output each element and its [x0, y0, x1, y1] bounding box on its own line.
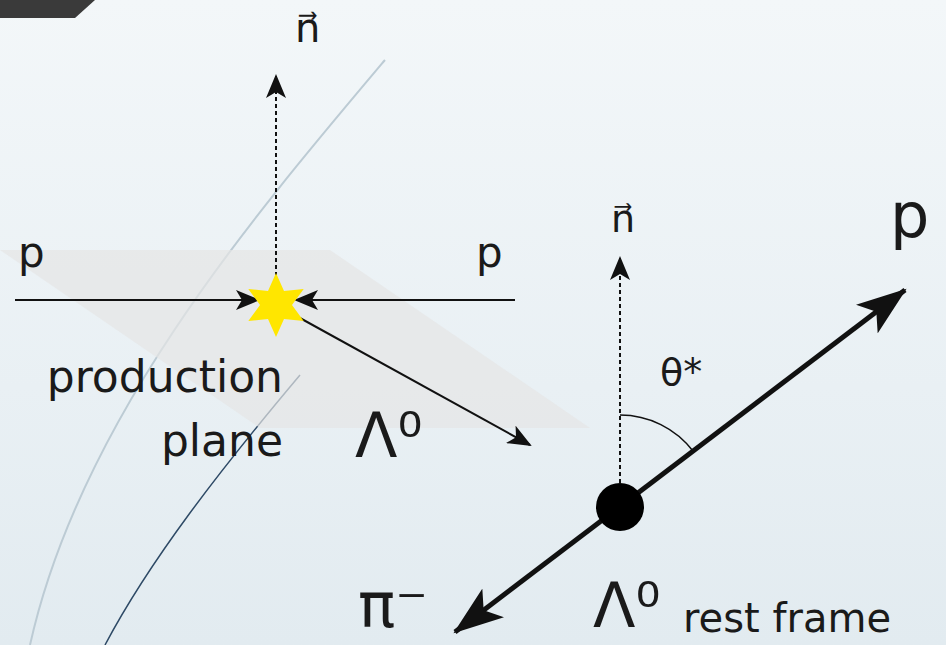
particle-label: p [18, 232, 45, 274]
corner-tab [0, 0, 95, 18]
lambda-particle [596, 483, 644, 531]
particle-label: Λ⁰ [355, 405, 422, 467]
normal-vector [619, 258, 621, 483]
normal-vector [275, 76, 277, 290]
particle-label: p [476, 232, 503, 274]
collision-star [248, 273, 303, 337]
decay-axis [455, 290, 905, 632]
beam-arrow [15, 299, 258, 301]
particle-label: p [890, 185, 929, 247]
frame-label: rest frame [683, 598, 891, 638]
particle-label: Λ⁰ [593, 575, 660, 637]
vector-label: n⃗ [295, 8, 320, 48]
angle-arc [620, 415, 693, 451]
angle-label: θ* [660, 353, 702, 391]
particle-label: π⁻ [358, 575, 428, 637]
beam-arrow [296, 299, 515, 301]
plane-label: production plane [8, 345, 283, 473]
vector-label: n⃗ [611, 200, 635, 238]
